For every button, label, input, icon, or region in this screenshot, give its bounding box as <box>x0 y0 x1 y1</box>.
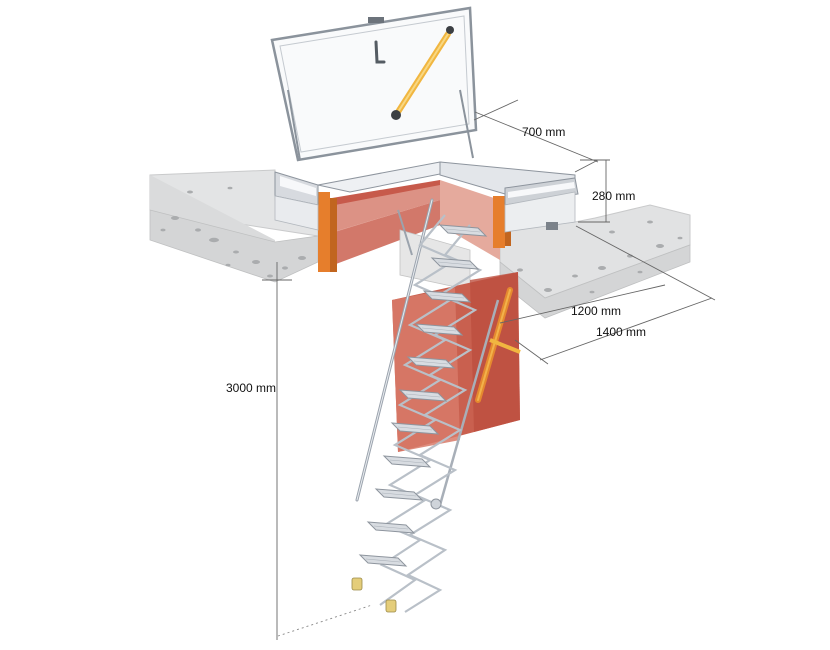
dimension-1200mm: 1200 mm <box>499 225 716 324</box>
opening-length-label: 1400 mm <box>596 325 646 339</box>
floor-height-label: 3000 mm <box>226 381 276 395</box>
hatch-lid <box>270 6 478 162</box>
dimension-280mm: 280 mm <box>578 159 635 223</box>
frame-height-label: 280 mm <box>592 189 635 203</box>
opening-width-label: 1200 mm <box>571 304 621 318</box>
opening-lining <box>320 180 520 452</box>
scissor-ladder <box>351 198 521 613</box>
dimension-700mm: 700 mm <box>473 99 599 173</box>
dimension-3000mm: 3000 mm <box>226 262 373 640</box>
hatch-frame <box>274 161 579 233</box>
hatch-width-label: 700 mm <box>522 125 565 139</box>
dimension-1400mm: 1400 mm <box>514 297 713 365</box>
